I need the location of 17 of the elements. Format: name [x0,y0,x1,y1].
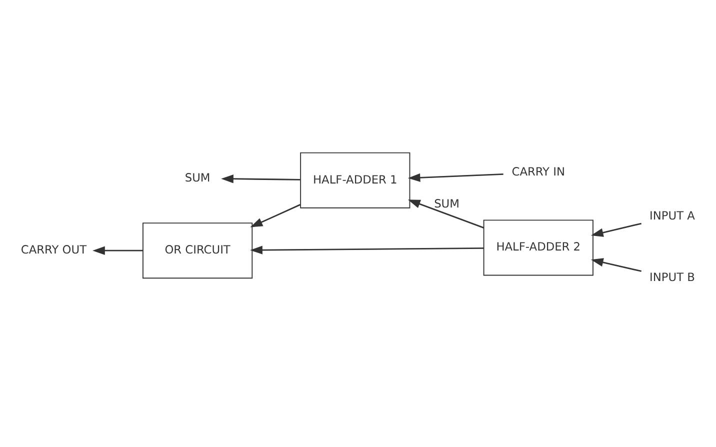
edge-label: SUM [434,196,460,210]
arrow [590,222,642,236]
arrow [221,174,300,183]
node-box: OR CIRCUIT [142,222,253,278]
arrow [250,204,300,227]
node-text: CARRY OUT [20,242,87,256]
node-text: INPUT B [650,270,695,284]
arrow [408,172,504,182]
node-box: HALF-ADDER 2 [483,219,594,276]
node-text: INPUT A [650,208,695,222]
node-box: HALF-ADDER 1 [300,152,410,208]
node-text: SUM [184,170,210,184]
node-text: CARRY IN [512,164,565,178]
arrow [250,245,484,254]
arrow [590,258,642,272]
arrow [92,246,143,254]
arrow [408,199,484,228]
